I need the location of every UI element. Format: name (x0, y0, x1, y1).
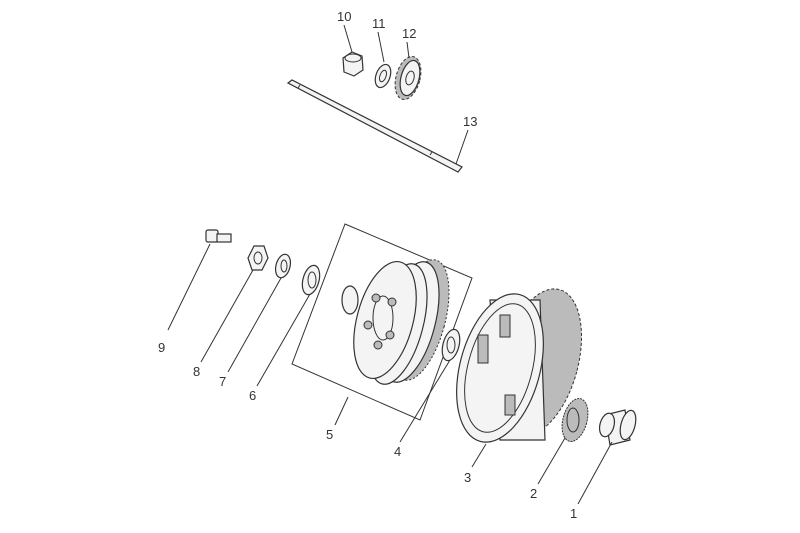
label-5: 5 (326, 427, 333, 442)
label-13: 13 (463, 114, 477, 129)
part-4-washer[interactable] (439, 327, 463, 362)
label-3: 3 (464, 470, 471, 485)
part-5-clutch-pack[interactable] (291, 223, 473, 421)
part-13-shaft[interactable] (286, 79, 463, 173)
part-10-nut[interactable] (342, 51, 364, 77)
label-10: 10 (337, 9, 351, 24)
part-7-washer[interactable] (273, 253, 293, 280)
label-9: 9 (158, 340, 165, 355)
label-7: 7 (219, 374, 226, 389)
leader-lines (167, 24, 613, 505)
label-1: 1 (570, 506, 577, 521)
label-4: 4 (394, 444, 401, 459)
label-8: 8 (193, 364, 200, 379)
label-6: 6 (249, 388, 256, 403)
label-12: 12 (402, 26, 416, 41)
part-6-washer[interactable] (299, 263, 322, 296)
label-11: 11 (372, 16, 386, 31)
part-11-washer[interactable] (372, 62, 393, 89)
part-1-bushing[interactable] (597, 409, 639, 446)
part-2-needle-bearing[interactable] (558, 396, 593, 445)
part-9-bolt[interactable] (205, 229, 232, 243)
label-2: 2 (530, 486, 537, 501)
part-12-gear[interactable] (391, 54, 426, 103)
part-8-nut[interactable] (247, 245, 269, 271)
part-3-clutch-basket[interactable] (442, 280, 596, 452)
